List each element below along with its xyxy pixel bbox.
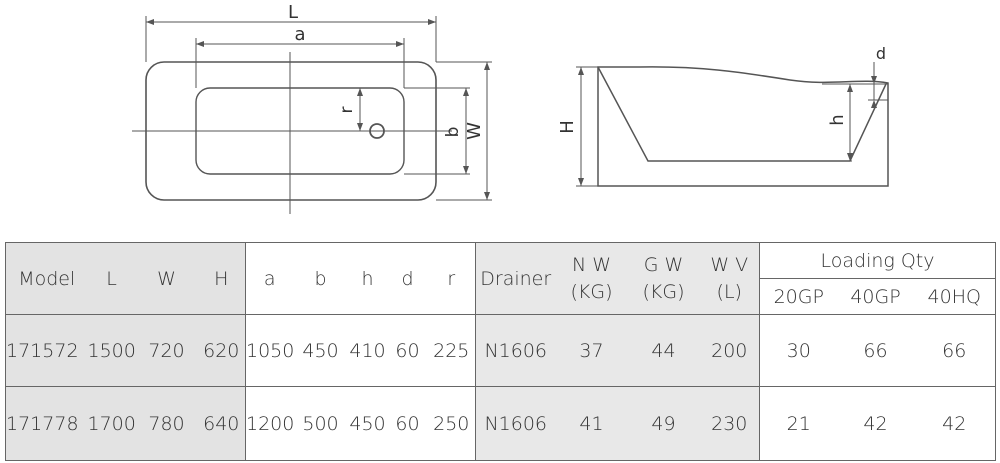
cell-model: 171778: [5, 386, 88, 461]
cell-L: 1500: [87, 314, 136, 387]
header-wv: W V (L): [699, 242, 760, 315]
cell-drainer: N1606: [475, 314, 556, 387]
table-row: 171572 1500 720 620 1050 450 410 60 225 …: [5, 314, 996, 387]
label-d: d: [876, 44, 886, 63]
plan-view: [132, 16, 492, 214]
header-40gp: 40GP: [837, 278, 914, 315]
cell-gw: 49: [627, 386, 700, 461]
header-h: h: [347, 242, 388, 315]
header-subrow: 20GP 40GP 40HQ: [6, 278, 996, 315]
cell-wv: 230: [699, 386, 760, 461]
cell-b: 500: [293, 386, 348, 461]
cell-20gp: 21: [759, 386, 838, 461]
cell-drainer: N1606: [475, 386, 556, 461]
cell-nw: 37: [555, 314, 628, 387]
header-gw-line2: (KG): [642, 280, 685, 303]
header-b: b: [293, 242, 348, 315]
label-L: L: [288, 2, 298, 23]
header-r: r: [427, 242, 476, 315]
technical-drawings: L a r b W H h d: [132, 2, 889, 214]
header-wv-line2: (L): [716, 280, 742, 303]
tub-section-outline: [597, 66, 889, 187]
cell-a: 1200: [245, 386, 294, 461]
cell-model: 171572: [5, 314, 88, 387]
tub-section-inner: [597, 66, 887, 162]
cell-d: 60: [387, 386, 428, 461]
header-row: Model L W H a b h d r Drainer N W (KG) G…: [5, 242, 996, 315]
cell-b: 450: [293, 314, 348, 387]
header-wv-line1: W V: [710, 253, 749, 276]
header-model: Model: [5, 242, 88, 315]
cell-40hq: 42: [913, 386, 996, 461]
cell-h: 410: [347, 314, 388, 387]
header-H: H: [197, 242, 246, 315]
header-d: d: [387, 242, 428, 315]
header-nw: N W (KG): [555, 242, 628, 315]
label-a: a: [294, 24, 305, 45]
cell-r: 250: [427, 386, 476, 461]
cell-gw: 44: [627, 314, 700, 387]
drain-circle: [369, 123, 385, 139]
label-W: W: [464, 122, 485, 140]
header-drainer: Drainer: [475, 242, 556, 315]
cell-H: 640: [197, 386, 246, 461]
cell-h: 450: [347, 386, 388, 461]
spec-table: Model L W H a b h d r Drainer N W (KG) G…: [5, 242, 997, 461]
header-gw-line1: G W: [643, 253, 684, 276]
header-gw: G W (KG): [627, 242, 700, 315]
section-view: [576, 62, 889, 187]
cell-40hq: 66: [913, 314, 996, 387]
cell-r: 225: [427, 314, 476, 387]
header-a: a: [245, 242, 294, 315]
table-row: 171778 1700 780 640 1200 500 450 60 250 …: [5, 386, 996, 461]
header-loading-qty: Loading Qty: [758, 242, 996, 279]
cell-wv: 200: [699, 314, 760, 387]
cell-40gp: 66: [837, 314, 914, 387]
cell-nw: 41: [555, 386, 628, 461]
cell-W: 780: [135, 386, 198, 461]
label-r: r: [337, 107, 357, 114]
header-40hq: 40HQ: [913, 278, 996, 315]
cell-W: 720: [135, 314, 198, 387]
header-nw-line2: (KG): [570, 280, 613, 303]
cell-a: 1050: [245, 314, 294, 387]
cell-L: 1700: [87, 386, 136, 461]
cell-d: 60: [387, 314, 428, 387]
header-nw-line1: N W: [571, 253, 612, 276]
header-W: W: [135, 242, 198, 315]
label-H: H: [557, 120, 578, 134]
label-h: h: [827, 114, 848, 125]
cell-H: 620: [197, 314, 246, 387]
cell-20gp: 30: [759, 314, 838, 387]
header-20gp: 20GP: [759, 278, 838, 315]
label-b: b: [443, 127, 463, 138]
header-L: L: [87, 242, 136, 315]
cell-40gp: 42: [837, 386, 914, 461]
